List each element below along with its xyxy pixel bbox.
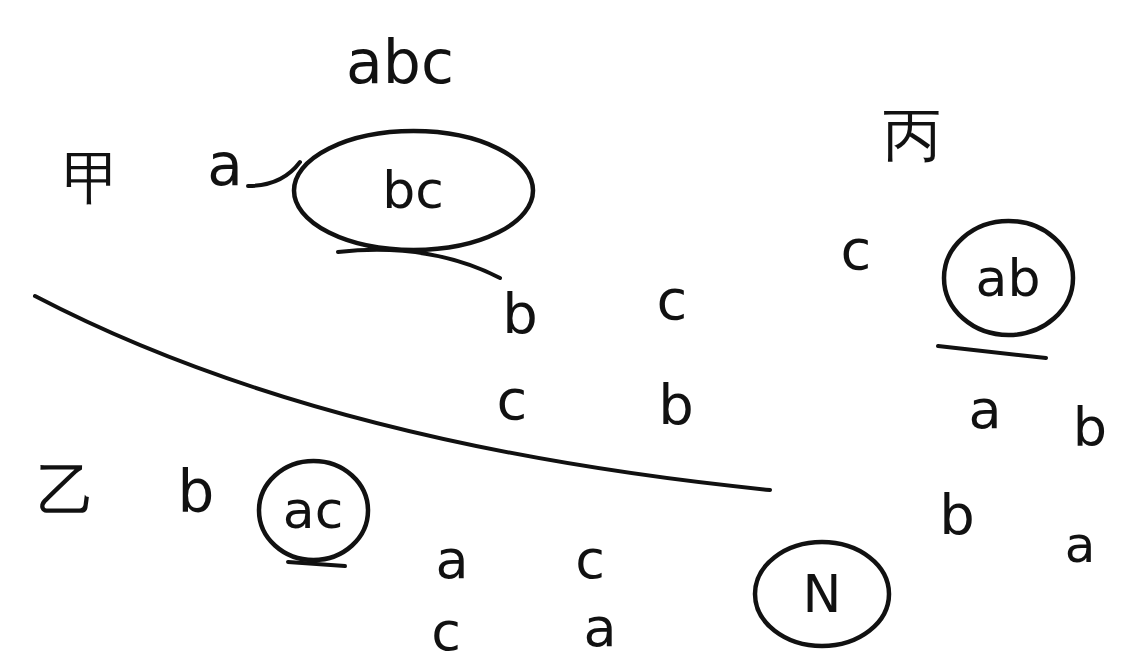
handwritten-label: a bbox=[207, 136, 243, 194]
handwritten-label: c bbox=[575, 533, 605, 587]
circled-group: bc bbox=[291, 128, 536, 253]
circled-text: bc bbox=[382, 164, 444, 216]
ellipse-outline bbox=[755, 542, 889, 646]
circled-group: N bbox=[752, 539, 892, 649]
underline-stroke bbox=[938, 346, 1046, 358]
handwritten-label: b bbox=[939, 487, 975, 543]
underline-stroke bbox=[338, 250, 500, 278]
handwritten-label: a bbox=[583, 601, 616, 655]
handwritten-label: c bbox=[431, 605, 461, 659]
handwritten-label: c bbox=[497, 372, 528, 428]
handwritten-label: 乙 bbox=[37, 461, 95, 519]
handwritten-label: c bbox=[841, 222, 872, 278]
handwritten-label: c bbox=[657, 272, 688, 328]
underline-stroke bbox=[288, 562, 345, 566]
ellipse-outline bbox=[944, 221, 1073, 335]
handwritten-label: a bbox=[435, 533, 468, 587]
circled-text: N bbox=[803, 568, 842, 620]
handwritten-label: 丙 bbox=[883, 106, 941, 164]
circled-text: ac bbox=[283, 484, 343, 536]
handwritten-label: 甲 bbox=[63, 149, 121, 207]
circled-text: ab bbox=[976, 252, 1041, 304]
handwritten-label: b bbox=[658, 377, 694, 433]
circled-group: ab bbox=[941, 218, 1076, 338]
handwritten-label: a bbox=[1065, 520, 1096, 570]
circled-group: ac bbox=[256, 458, 371, 563]
handwritten-label: abc bbox=[346, 32, 454, 92]
ellipse-outline bbox=[259, 461, 368, 560]
handwritten-label: a bbox=[968, 383, 1001, 437]
ellipse-outline bbox=[294, 131, 533, 250]
handwritten-label: b bbox=[1073, 401, 1107, 455]
handwritten-label: b bbox=[502, 286, 538, 342]
handwritten-label: b bbox=[178, 463, 215, 521]
